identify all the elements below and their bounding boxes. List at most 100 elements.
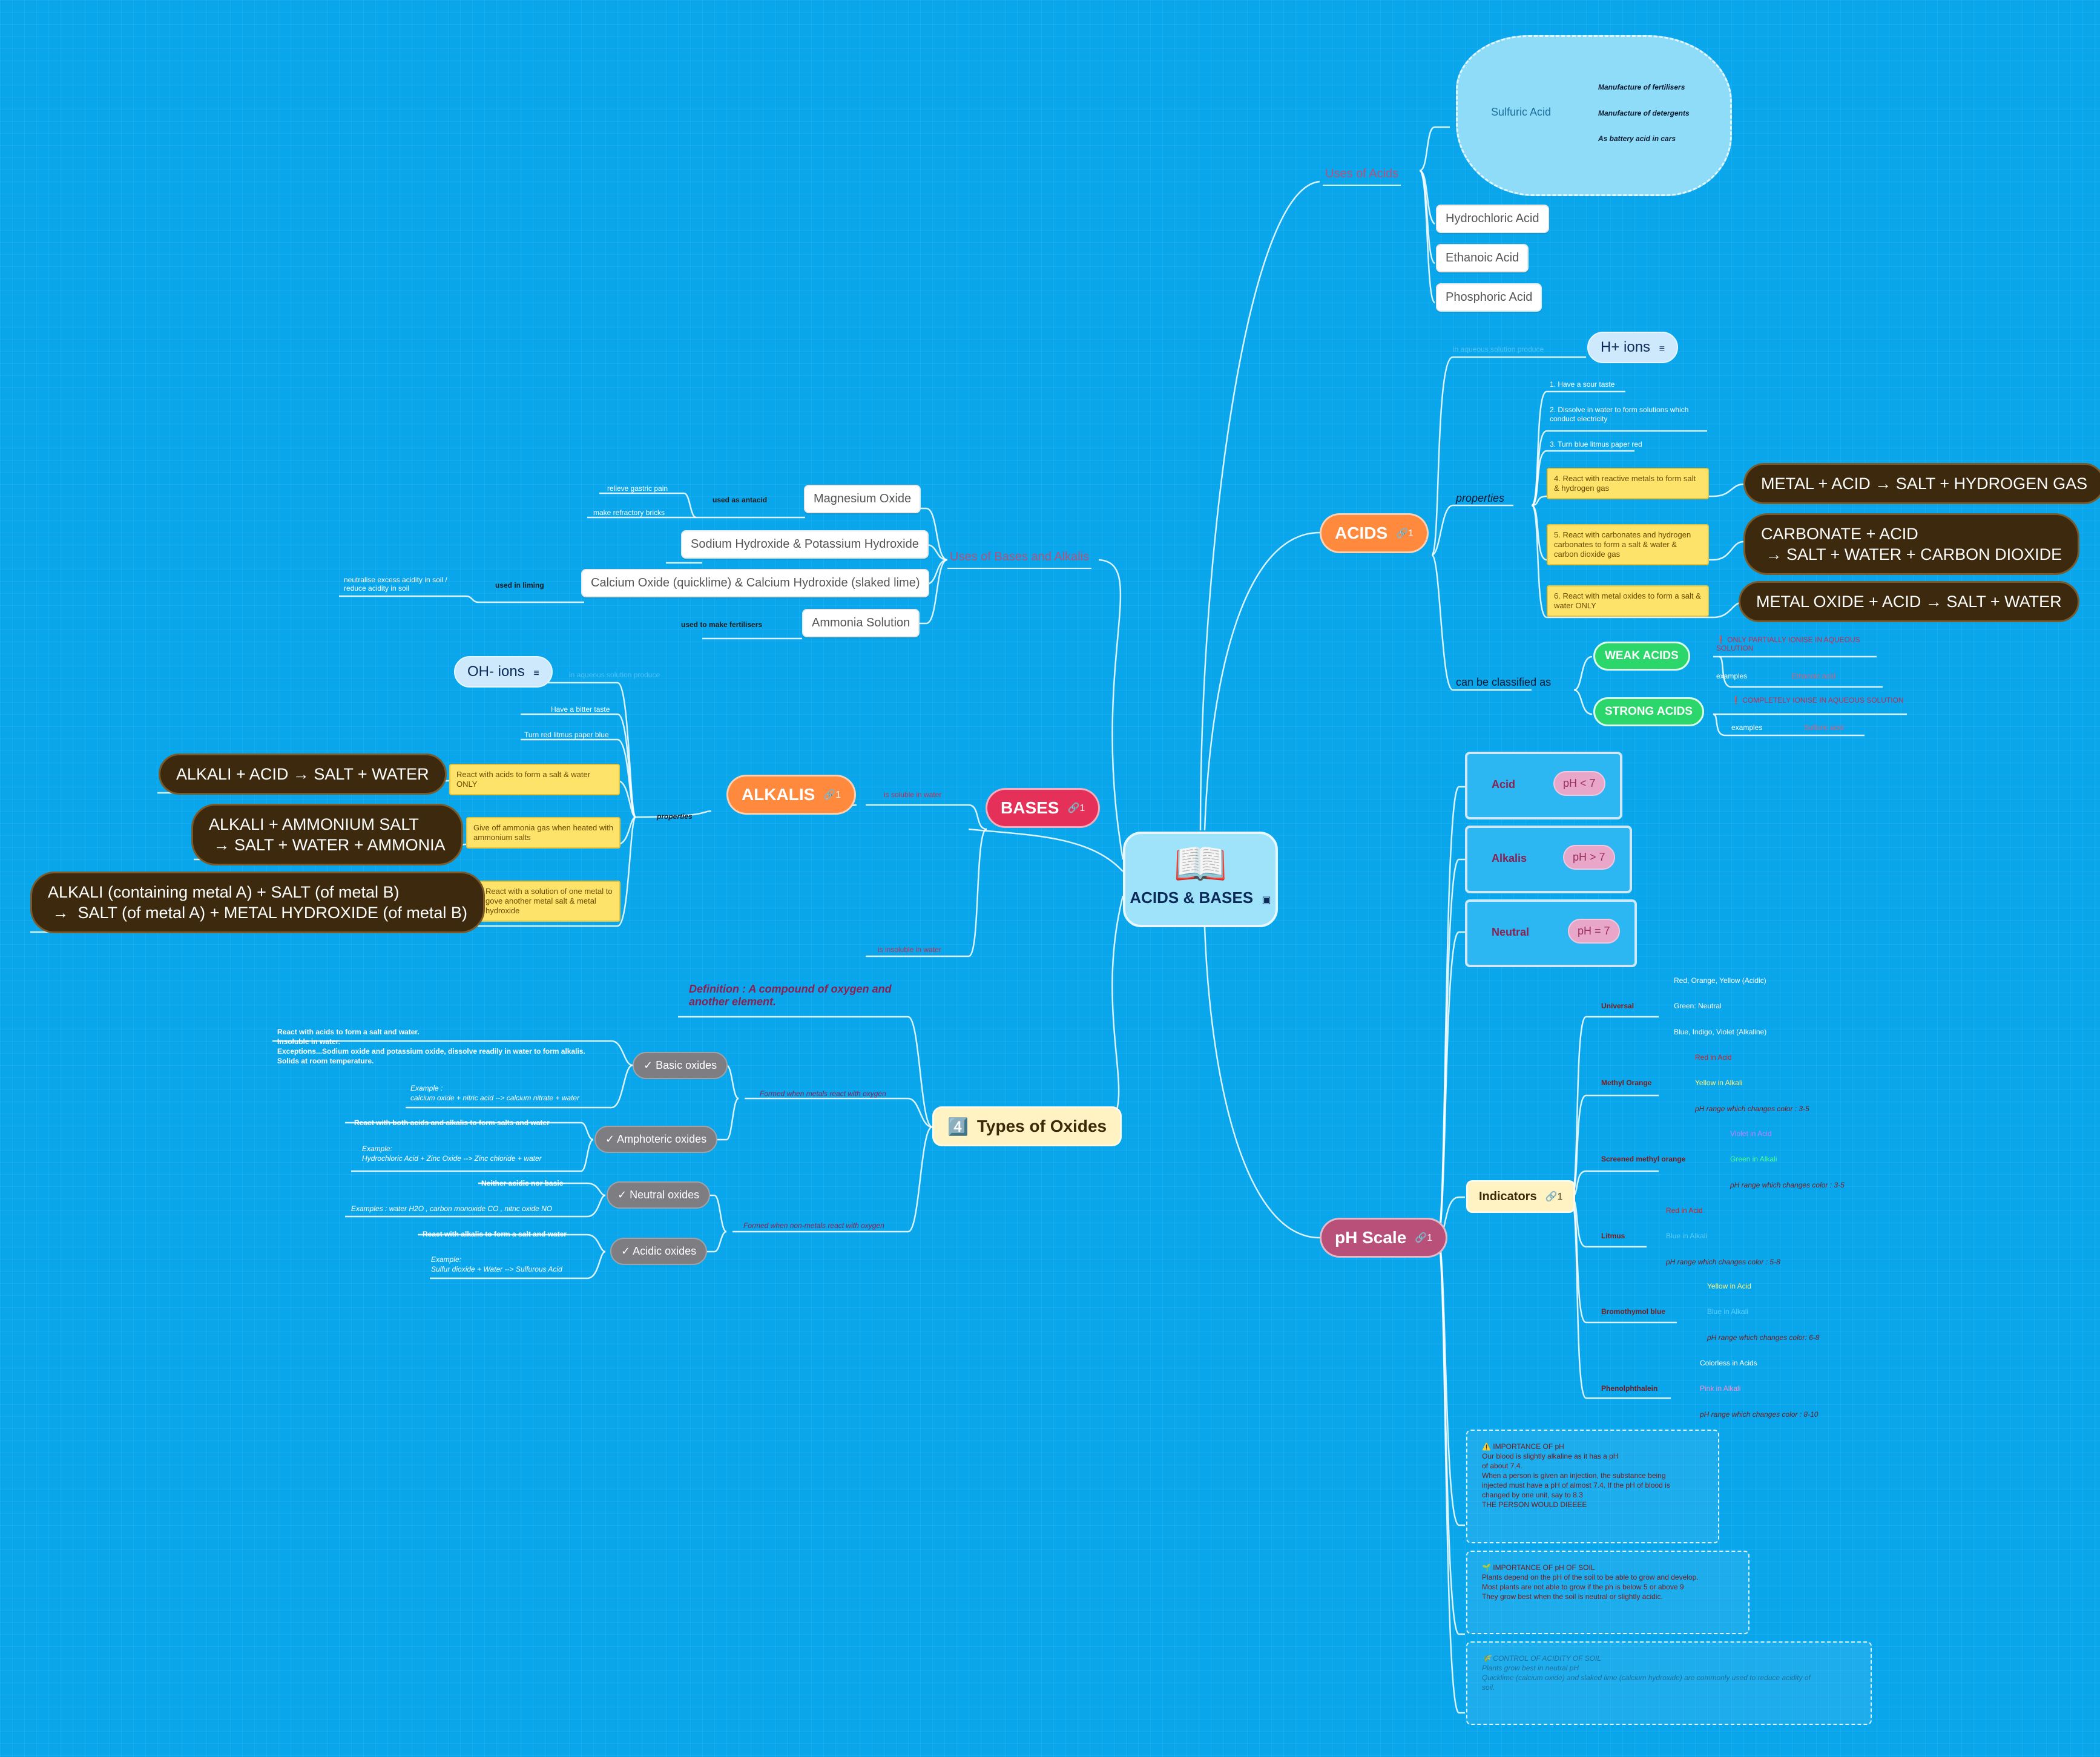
uses-of-bases[interactable]: Uses of Bases and Alkalis (947, 547, 1092, 569)
acid-property-6[interactable]: 6. React with metal oxides to form a sal… (1547, 585, 1709, 617)
alkali-property-4[interactable]: Give off ammonia gas when heated with am… (466, 817, 620, 849)
oxides-definition: Definition : A compound of oxygen and an… (689, 983, 892, 1008)
phosphoric-acid[interactable]: Phosphoric Acid (1436, 283, 1542, 312)
check-icon: ✓ (643, 1059, 653, 1071)
methyl-orange-item-3: pH range which changes color : 3-5 (1695, 1105, 1809, 1113)
acid-equation-3[interactable]: METAL OXIDE + ACID → SALT + WATER (1739, 581, 2079, 622)
ammonia-solution[interactable]: Ammonia Solution (802, 609, 920, 637)
note-control-of-soil-acidity[interactable]: 🌾 CONTROL OF ACIDITY OF SOIL Plants grow… (1466, 1641, 1872, 1725)
acid-property-1: 1. Have a sour taste (1550, 380, 1615, 389)
oxides-label: Types of Oxides (976, 1117, 1107, 1135)
nonmetal-oxides-label: Formed when non-metals react with oxygen (743, 1221, 884, 1230)
ph-scale-node[interactable]: pH Scale 🔗1 (1320, 1218, 1448, 1258)
alkali-property-3[interactable]: React with acids to form a salt & water … (449, 764, 620, 795)
alkali-property-1: Have a bitter taste (551, 705, 610, 714)
indicator-litmus: Litmus (1601, 1232, 1625, 1240)
amphoteric-oxides[interactable]: ✓ Amphoteric oxides (594, 1126, 718, 1153)
alkalis-node[interactable]: ALKALIS 🔗1 (726, 775, 857, 815)
sulfuric-use-1: Manufacture of fertilisers (1598, 83, 1685, 91)
check-icon: ✓ (617, 1189, 627, 1201)
ph-neutral-box[interactable]: Neutral pH = 7 (1465, 899, 1637, 967)
alkali-equation-2[interactable]: ALKALI + AMMONIUM SALT → SALT + WATER + … (191, 804, 463, 865)
metal-oxides-label: Formed when metals react with oxygen (760, 1089, 886, 1098)
weak-acids[interactable]: WEAK ACIDS (1593, 642, 1690, 671)
uses-of-acids[interactable]: Uses of Acids (1323, 163, 1401, 186)
fertiliser-label: used to make fertilisers (681, 620, 763, 629)
ph-neutral-label: Neutral (1492, 926, 1530, 938)
sulfuric-use-2: Manufacture of detergents (1598, 109, 1690, 117)
weak-acids-note: ❗ ONLY PARTIALLY IONISE IN AQUEOUS SOLUT… (1716, 635, 1860, 652)
open-book-icon: 📖 (1173, 840, 1228, 888)
indicator-screened-methyl-orange: Screened methyl orange (1601, 1155, 1686, 1163)
phenolphthalein-item-1: Colorless in Acids (1700, 1359, 1757, 1367)
link-icon: 🔗1 (1545, 1192, 1563, 1202)
bromothymol-item-3: pH range which changes color: 6-8 (1707, 1333, 1820, 1342)
ethanoic-acid[interactable]: Ethanoic Acid (1436, 244, 1529, 272)
amphoteric-oxides-desc: React with both acids and alkalis to for… (354, 1118, 550, 1127)
alkali-property-2: Turn red litmus paper blue (524, 731, 609, 739)
oh-ions[interactable]: OH- ions ≡ (454, 656, 553, 688)
basic-oxides-example: Example : calcium oxide + nitric acid --… (410, 1084, 580, 1102)
acidic-oxides[interactable]: ✓ Acidic oxides (610, 1238, 708, 1265)
screened-item-1: Violet in Acid (1730, 1129, 1772, 1138)
basic-oxides[interactable]: ✓ Basic oxides (633, 1052, 728, 1079)
strong-examples-label: examples (1731, 723, 1763, 732)
ph-scale-label: pH Scale (1335, 1228, 1407, 1247)
litmus-item-2: Blue in Alkali (1666, 1232, 1708, 1240)
screened-item-3: pH range which changes color : 3-5 (1730, 1181, 1845, 1189)
sulfuric-acid-cloud (1456, 35, 1732, 196)
alkali-equation-3[interactable]: ALKALI (containing metal A) + SALT (of m… (30, 872, 485, 933)
note-importance-of-ph[interactable]: ⚠️ IMPORTANCE OF pH Our blood is slightl… (1466, 1430, 1719, 1543)
bases-insoluble-label: is insoluble in water (878, 945, 941, 954)
magnesium-oxide[interactable]: Magnesium Oxide (804, 485, 921, 513)
antacid-label: used as antacid (713, 496, 768, 504)
root-node[interactable]: 📖 ACIDS & BASES ▣ (1123, 832, 1278, 927)
hydrochloric-acid[interactable]: Hydrochloric Acid (1436, 205, 1549, 233)
ph-acid-box[interactable]: Acid pH < 7 (1465, 752, 1622, 819)
link-icon: 🔗1 (1067, 803, 1085, 813)
oh-ions-label: OH- ions (467, 663, 525, 680)
litmus-item-1: Red in Acid (1666, 1206, 1703, 1215)
alkalis-label: ALKALIS (742, 785, 815, 804)
antacid-use-2: make refractory bricks (593, 508, 665, 517)
acid-equation-2[interactable]: CARBONATE + ACID → SALT + WATER + CARBON… (1743, 513, 2080, 575)
acids-node[interactable]: ACIDS 🔗1 (1320, 513, 1429, 553)
indicators-node[interactable]: Indicators 🔗1 (1466, 1180, 1576, 1213)
bases-soluble-label: is soluble in water (884, 790, 942, 799)
acid-property-4[interactable]: 4. React with reactive metals to form sa… (1547, 468, 1709, 499)
neutral-oxides[interactable]: ✓ Neutral oxides (607, 1181, 711, 1209)
h-ions[interactable]: H+ ions ≡ (1587, 332, 1679, 363)
acid-property-5[interactable]: 5. React with carbonates and hydrogen ca… (1547, 524, 1709, 565)
ph-alkalis-label: Alkalis (1492, 852, 1527, 864)
acidic-oxides-example: Example: Sulfur dioxide + Water --> Sulf… (431, 1255, 562, 1273)
bromothymol-item-1: Yellow in Acid (1707, 1282, 1751, 1290)
weak-examples-label: examples (1716, 672, 1748, 680)
types-of-oxides-node[interactable]: 4️⃣ Types of Oxides (932, 1106, 1122, 1146)
check-icon: ✓ (605, 1133, 615, 1145)
h-ions-label: H+ ions (1601, 339, 1651, 355)
acids-properties-label: properties (1456, 492, 1505, 504)
phenolphthalein-item-2: Pink in Alkali (1700, 1384, 1741, 1393)
acids-ions-hint: in aqueous solution produce (1453, 345, 1544, 353)
indicator-universal: Universal (1601, 1002, 1634, 1010)
screened-item-2: Green in Alkali (1730, 1155, 1777, 1163)
acid-property-3: 3. Turn blue litmus paper red (1550, 440, 1642, 448)
ph-alkalis-box[interactable]: Alkalis pH > 7 (1465, 826, 1632, 893)
alkali-property-5[interactable]: React with a solution of one metal to go… (478, 881, 620, 922)
note-importance-of-soil-ph[interactable]: 🌱 IMPORTANCE OF pH OF SOIL Plants depend… (1466, 1551, 1749, 1634)
acid-equation-1[interactable]: METAL + ACID → SALT + HYDROGEN GAS (1743, 463, 2100, 504)
calcium-oxide-hydroxide[interactable]: Calcium Oxide (quicklime) & Calcium Hydr… (581, 569, 930, 597)
acid-property-2: 2. Dissolve in water to form solutions w… (1550, 406, 1689, 423)
universal-item-1: Red, Orange, Yellow (Acidic) (1674, 976, 1766, 985)
keycap-4-icon: 4️⃣ (947, 1117, 969, 1136)
strong-acids[interactable]: STRONG ACIDS (1593, 697, 1704, 726)
methyl-orange-item-1: Red in Acid (1695, 1053, 1732, 1062)
ph-alkalis-value: pH > 7 (1563, 845, 1615, 870)
sulfuric-acid[interactable]: Sulfuric Acid (1491, 106, 1552, 118)
alkali-equation-1[interactable]: ALKALI + ACID → SALT + WATER (159, 754, 447, 795)
bases-node[interactable]: BASES 🔗1 (986, 788, 1101, 828)
universal-item-2: Green: Neutral (1674, 1002, 1722, 1010)
sulfuric-use-3: As battery acid in cars (1598, 134, 1676, 143)
sodium-potassium-hydroxide[interactable]: Sodium Hydroxide & Potassium Hydroxide (681, 530, 929, 559)
universal-item-3: Blue, Indigo, Violet (Alkaline) (1674, 1028, 1767, 1036)
